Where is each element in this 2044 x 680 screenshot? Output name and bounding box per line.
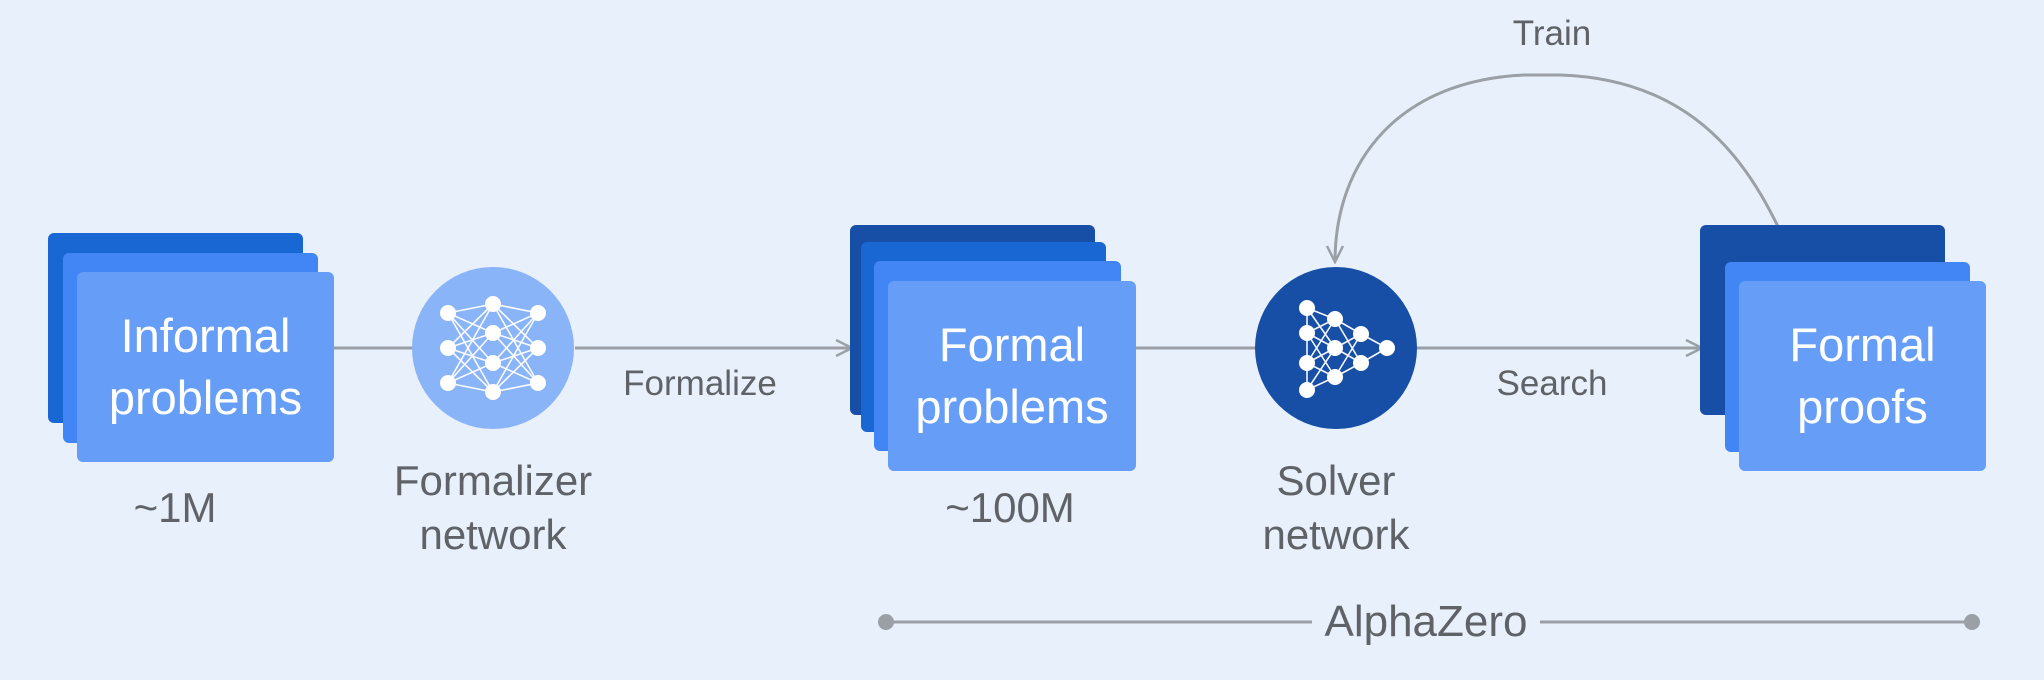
formalizer-network-label: Formalizer network <box>393 457 593 558</box>
alphazero-span-start-dot <box>878 614 894 630</box>
alphazero-label: AlphaZero <box>1312 597 1540 647</box>
informal-count: ~1M <box>133 484 217 531</box>
solver-network-node <box>1255 267 1417 429</box>
solver-network-label: Solver network <box>1262 457 1410 558</box>
alphazero-span-end-dot <box>1964 614 1980 630</box>
formalizer-network-node <box>412 267 574 429</box>
formal-count: ~100M <box>945 484 1075 531</box>
search-label: Search <box>1496 364 1608 403</box>
neural-network-icon <box>440 296 546 400</box>
train-label: Train <box>1512 14 1592 53</box>
formal-problems-card: Formal problems <box>888 281 1136 471</box>
informal-problems-card: Informal problems <box>77 272 334 462</box>
formalize-label: Formalize <box>623 364 777 403</box>
formal-proofs-card: Formal proofs <box>1739 281 1986 471</box>
edge-train-loop <box>1335 73 1797 262</box>
neural-network-icon <box>1299 300 1395 398</box>
